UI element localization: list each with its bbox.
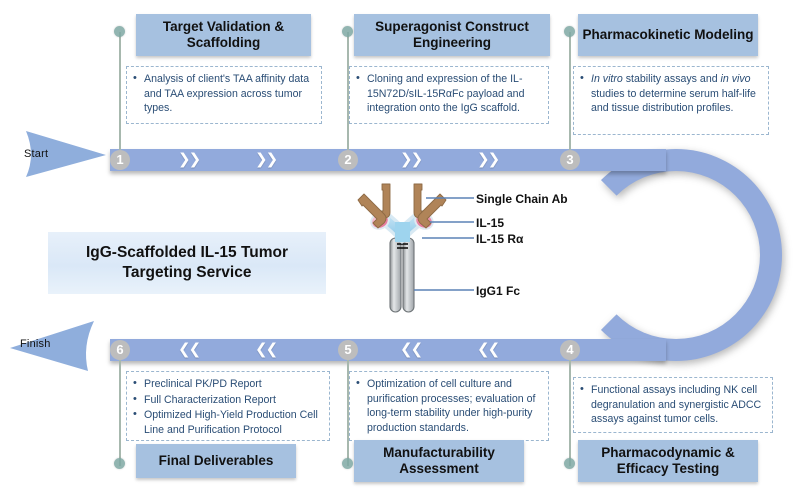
chevron-forward-icon: ❯❯: [178, 151, 201, 168]
label-il15-ra: IL-15 Rα: [476, 232, 524, 246]
connector-dot-5: [342, 458, 353, 469]
connector-dot-6: [114, 458, 125, 469]
timeline-uturn: [570, 149, 782, 361]
step-5-body: Optimization of cell culture and purific…: [349, 371, 549, 441]
list-item: Functional assays including NK cell degr…: [578, 382, 765, 427]
connector-stem-1: [119, 32, 121, 160]
page-title: IgG-Scaffolded IL-15 Tumor Targeting Ser…: [48, 232, 326, 294]
chevron-forward-icon: ❯❯: [400, 151, 423, 168]
step-1-body: Analysis of client's TAA affinity data a…: [126, 66, 322, 124]
timeline-node-6[interactable]: 6: [110, 340, 130, 360]
connector-dot-1: [114, 26, 125, 37]
list-item: Analysis of client's TAA affinity data a…: [131, 71, 314, 116]
list-item: Optimization of cell culture and purific…: [354, 376, 541, 435]
connector-stem-4: [569, 350, 571, 466]
list-item: Optimized High-Yield Production Cell Lin…: [131, 407, 322, 437]
il15ra-arm-inner: [395, 222, 410, 242]
antibody-molecule-diagram: [357, 183, 474, 313]
chevron-forward-icon: ❯❯: [255, 151, 278, 168]
label-il15: IL-15: [476, 216, 505, 230]
finish-arrow-icon: [10, 321, 94, 371]
connector-dot-3: [564, 26, 575, 37]
step-6-body: Preclinical PK/PD Report Full Characteri…: [126, 371, 330, 441]
chevron-back-icon: ❮❮: [178, 341, 201, 358]
label-igg1-fc: IgG1 Fc: [476, 284, 521, 298]
connector-stem-2: [347, 32, 349, 160]
step-1-title-pill[interactable]: Target Validation & Scaffolding: [136, 14, 311, 56]
timeline-node-3[interactable]: 3: [560, 150, 580, 170]
finish-label: Finish: [20, 338, 51, 350]
step-2-title-pill[interactable]: Superagonist Construct Engineering: [354, 14, 550, 56]
step-4-title-pill[interactable]: Pharmacodynamic & Efficacy Testing: [578, 440, 758, 482]
connector-stem-5: [347, 350, 349, 466]
timeline-node-2[interactable]: 2: [338, 150, 358, 170]
step-3-body: In vitro stability assays and in vivo st…: [573, 66, 769, 135]
uturn-mask: [560, 145, 592, 367]
timeline-bar-top: [110, 149, 666, 171]
timeline-node-5[interactable]: 5: [338, 340, 358, 360]
chevron-back-icon: ❮❮: [400, 341, 423, 358]
step-2-body: Cloning and expression of the IL-15N72D/…: [349, 66, 549, 124]
fc-region: [389, 237, 415, 313]
list-item: In vitro stability assays and in vivo st…: [578, 71, 761, 116]
list-item: Cloning and expression of the IL-15N72D/…: [354, 71, 541, 116]
timeline-node-1[interactable]: 1: [110, 150, 130, 170]
start-label: Start: [24, 148, 49, 160]
leader-lines: [414, 197, 474, 291]
start-arrow-icon: [26, 131, 106, 177]
step-5-title-pill[interactable]: Manufacturability Assessment: [354, 440, 524, 482]
connector-stem-3: [569, 32, 571, 160]
scfv-arms: [357, 183, 447, 229]
connector-stem-6: [119, 350, 121, 466]
timeline-node-4[interactable]: 4: [560, 340, 580, 360]
step-3-title-pill[interactable]: Pharmacokinetic Modeling: [578, 14, 758, 56]
connector-dot-2: [342, 26, 353, 37]
list-item: Full Characterization Report: [131, 392, 322, 408]
label-single-chain-ab: Single Chain Ab: [476, 192, 568, 206]
step-4-body: Functional assays including NK cell degr…: [573, 377, 773, 433]
timeline-bar-bottom: [110, 339, 666, 361]
hinge-disulfide: [397, 243, 408, 249]
step-6-title-pill[interactable]: Final Deliverables: [136, 444, 296, 478]
chevron-forward-icon: ❯❯: [477, 151, 500, 168]
chevron-back-icon: ❮❮: [477, 341, 500, 358]
list-item: Preclinical PK/PD Report: [131, 376, 322, 392]
connector-dot-4: [564, 458, 575, 469]
chevron-back-icon: ❮❮: [255, 341, 278, 358]
